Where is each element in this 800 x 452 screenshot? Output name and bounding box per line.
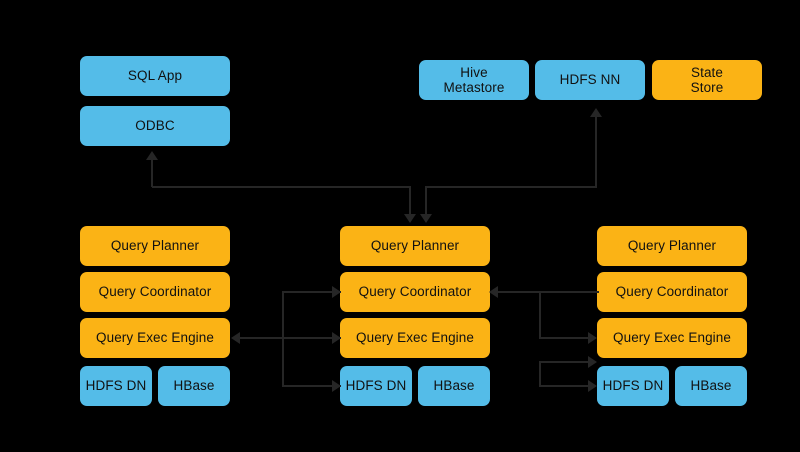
arrow-to-center-coordinator-from-right-icon — [489, 286, 498, 298]
node-center-hbase[interactable]: HBase — [418, 366, 490, 406]
node-left-hdfs-dn[interactable]: HDFS DN — [80, 366, 152, 406]
arrow-to-left-exec-engine-icon — [231, 332, 240, 344]
connector-right-coord-out — [540, 291, 599, 293]
arrow-to-center-planner-b-icon — [420, 214, 432, 223]
arrow-to-center-planner-a-icon — [404, 214, 416, 223]
node-left-query-planner[interactable]: Query Planner — [80, 226, 230, 266]
connector-planner-dropper-a — [409, 187, 411, 217]
connector-right-elbow-lower — [539, 361, 541, 386]
node-right-query-coordinator[interactable]: Query Coordinator — [597, 272, 747, 312]
arrow-to-right-exec-engine-a-icon — [588, 332, 597, 344]
node-hive-metastore[interactable]: Hive Metastore — [419, 60, 529, 100]
connector-right-exec-in-a — [539, 337, 592, 339]
connector-hdfs-nn-riser — [595, 117, 597, 187]
node-sql-app[interactable]: SQL App — [80, 56, 230, 96]
node-hdfs-nn[interactable]: HDFS NN — [535, 60, 645, 100]
node-odbc[interactable]: ODBC — [80, 106, 230, 146]
connector-center-exec-in — [282, 337, 341, 339]
node-state-store[interactable]: State Store — [652, 60, 762, 100]
arrow-to-center-coordinator-icon — [332, 286, 341, 298]
node-center-query-exec-engine[interactable]: Query Exec Engine — [340, 318, 490, 358]
node-right-query-exec-engine[interactable]: Query Exec Engine — [597, 318, 747, 358]
connector-center-coord-out — [282, 291, 341, 293]
node-center-query-planner[interactable]: Query Planner — [340, 226, 490, 266]
node-center-query-coordinator[interactable]: Query Coordinator — [340, 272, 490, 312]
arrow-to-right-exec-engine-b-icon — [588, 356, 597, 368]
connector-left-exec-in — [240, 337, 283, 339]
node-left-hbase[interactable]: HBase — [158, 366, 230, 406]
connector-right-exec-in-b — [539, 361, 592, 363]
connector-bus-right — [425, 186, 597, 188]
connector-center-hdfs-dn-in — [282, 385, 341, 387]
connector-right-hdfs-dn-in — [539, 385, 592, 387]
connector-right-elbow-upper — [539, 291, 541, 338]
arrow-to-center-hdfs-dn-icon — [332, 380, 341, 392]
arrow-to-odbc-icon — [146, 151, 158, 160]
connector-center-coord-in-right — [498, 291, 542, 293]
connector-center-to-left-elbow — [282, 292, 284, 339]
connector-odbc-riser — [151, 160, 153, 187]
node-right-hdfs-dn[interactable]: HDFS DN — [597, 366, 669, 406]
arrow-to-right-hdfs-dn-icon — [588, 380, 597, 392]
connector-left-bundle-riser — [282, 337, 284, 386]
arrow-to-center-exec-engine-icon — [332, 332, 341, 344]
node-center-hdfs-dn[interactable]: HDFS DN — [340, 366, 412, 406]
connector-planner-dropper-b — [425, 187, 427, 217]
node-left-query-exec-engine[interactable]: Query Exec Engine — [80, 318, 230, 358]
connector-bus-left — [152, 186, 411, 188]
node-right-hbase[interactable]: HBase — [675, 366, 747, 406]
node-left-query-coordinator[interactable]: Query Coordinator — [80, 272, 230, 312]
node-right-query-planner[interactable]: Query Planner — [597, 226, 747, 266]
arrow-to-hdfs-nn-icon — [590, 108, 602, 117]
